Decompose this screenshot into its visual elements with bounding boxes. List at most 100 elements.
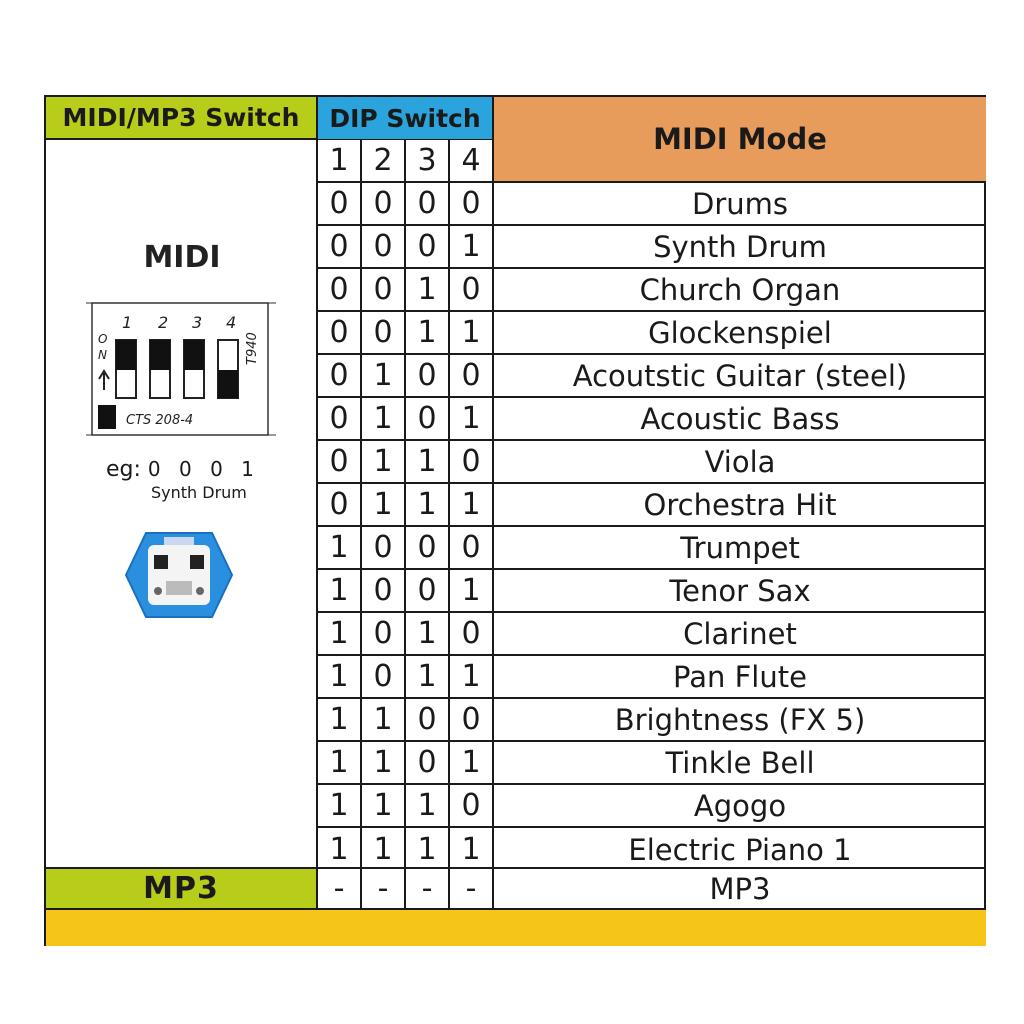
dip-bit-cell: 0 [362, 656, 406, 697]
dip-bit-cell: 1 [362, 699, 406, 740]
dip-bit-cell: 0 [362, 312, 406, 353]
mode-name: Orchestra Hit [643, 487, 837, 522]
dip-bit-cell: 1 [406, 484, 450, 525]
mp3-bit: - [318, 869, 362, 908]
dip-bit-cell: 1 [362, 742, 406, 783]
dip-bit-cell: 1 [450, 226, 494, 267]
dip-bit-cell: 1 [318, 656, 362, 697]
dip-bit-cell: 1 [406, 828, 450, 871]
dip-bit-cell: 0 [318, 441, 362, 482]
midi-mode-table: MIDI/MP3 Switch DIP Switch MIDI Mode 1 2… [44, 95, 986, 946]
dip-bit-cell: 0 [362, 570, 406, 611]
dip-number-1: 1 [122, 313, 132, 332]
mode-name: Brightness (FX 5) [614, 702, 866, 737]
dip-bit-cell: 1 [450, 312, 494, 353]
dip-bit-cell: 0 [406, 570, 450, 611]
dip-bit-cell: 0 [318, 312, 362, 353]
dip-switch-icon: O N 1 2 3 4 T940 CTS 208-4 [86, 302, 276, 436]
dip-number-3: 3 [192, 313, 202, 332]
dip-bit-cell: 1 [406, 613, 450, 654]
mode-name: Tenor Sax [669, 573, 811, 608]
svg-text:N: N [98, 348, 107, 362]
mode-name: Tinkle Bell [665, 745, 815, 780]
dip-bit-cell: 1 [362, 355, 406, 396]
example-bits: 0 0 0 1 [147, 457, 260, 481]
example-prefix: eg: [106, 457, 141, 482]
mp3-bit: - [362, 869, 406, 908]
dip-bit-cell: 1 [450, 398, 494, 439]
dip-bit-cell: 1 [450, 656, 494, 697]
dip-bit-cell: 1 [362, 441, 406, 482]
dip-bit-cell: 0 [318, 398, 362, 439]
dip-bit-cell: 1 [450, 570, 494, 611]
mode-name: Synth Drum [653, 229, 827, 264]
dip-bit-cell: 0 [318, 269, 362, 310]
mode-name: Electric Piano 1 [628, 832, 852, 867]
header-dip-switch: DIP Switch [318, 97, 494, 140]
dip-bit-cell: 1 [362, 828, 406, 871]
dip-position-label: 1 [318, 140, 362, 181]
dip-bit-cell: 0 [450, 441, 494, 482]
mode-name: Clarinet [683, 616, 797, 651]
left-panel: MIDI O N 1 2 3 4 T940 CTS [46, 140, 318, 867]
example-name: Synth Drum [151, 483, 247, 502]
dip-bit-cell: 1 [406, 656, 450, 697]
dip-bit-cell: 1 [318, 570, 362, 611]
mode-name: Acoustic Bass [640, 401, 840, 436]
dip-bit-cell: 0 [450, 183, 494, 224]
dip-bit-cell: 0 [362, 183, 406, 224]
mode-name: Trumpet [680, 530, 800, 565]
dip-bit-cell: 0 [406, 183, 450, 224]
dip-bit-cell: 1 [450, 484, 494, 525]
dip-number-2: 2 [158, 313, 168, 332]
mode-name: Agogo [693, 788, 787, 823]
header-midi-mp3-switch: MIDI/MP3 Switch [46, 97, 318, 140]
dip-bit-cell: 0 [450, 613, 494, 654]
dip-bit-cell: 1 [450, 742, 494, 783]
mp3-bit: - [406, 869, 450, 908]
dip-bit-cell: 1 [362, 484, 406, 525]
dip-on-text: O [98, 332, 107, 346]
midi-title: MIDI [143, 240, 221, 275]
mode-name: Church Organ [639, 272, 841, 307]
up-arrow-icon [98, 369, 110, 390]
footer-bar [46, 910, 986, 946]
dip-bit-cell: 0 [406, 742, 450, 783]
dip-number-4: 4 [226, 313, 236, 332]
dip-bit-cell: 0 [450, 355, 494, 396]
dip-bit-cell: 1 [362, 398, 406, 439]
dip-bit-cell: 0 [406, 527, 450, 568]
dip-bit-cell: 0 [318, 226, 362, 267]
example-line: eg: 0 0 0 1 [106, 457, 260, 482]
header-midi-mode: MIDI Mode [494, 97, 986, 183]
mp3-mode: MP3 [709, 871, 771, 906]
mp3-row: MP3 - - - - MP3 [46, 867, 986, 910]
dip-bit-cell: 1 [318, 785, 362, 826]
dip-bit-cell: 0 [362, 527, 406, 568]
dip-bit-cell: 1 [318, 742, 362, 783]
dip-bit-cell: 0 [406, 398, 450, 439]
mode-name: Drums [692, 186, 788, 221]
dip-bit-cell: 0 [406, 355, 450, 396]
dip-bit-cell: 0 [450, 785, 494, 826]
dip-bit-cell: 0 [450, 527, 494, 568]
dip-bit-cell: 0 [450, 269, 494, 310]
mp3-bit: - [450, 869, 494, 908]
dip-bit-cell: 0 [318, 484, 362, 525]
dip-bit-cell: 1 [406, 441, 450, 482]
dip-model-label: CTS 208-4 [126, 413, 193, 428]
mode-name: Pan Flute [673, 659, 807, 694]
